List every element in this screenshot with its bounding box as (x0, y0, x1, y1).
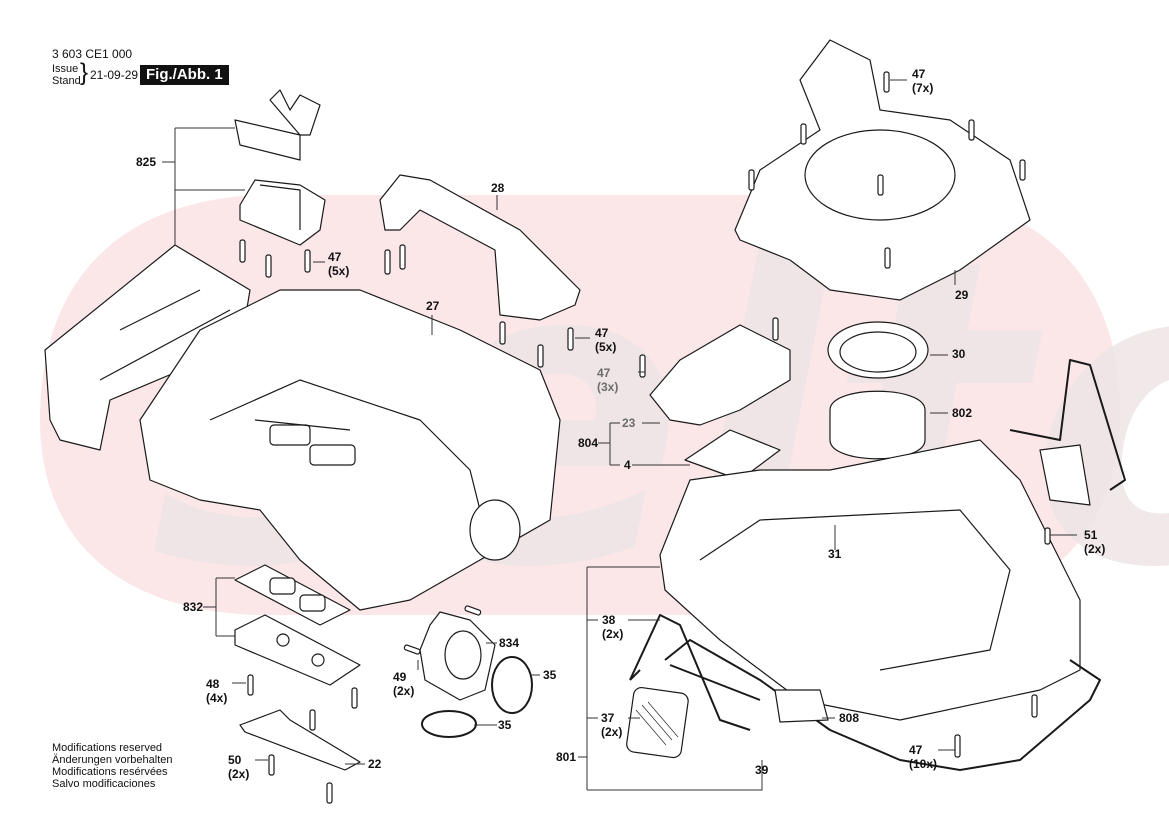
callout-31[interactable]: 31 (828, 547, 842, 561)
note-de: Änderungen vorbehalten (52, 754, 173, 766)
callout-48-4x[interactable]: 48(4x) (206, 677, 228, 705)
modification-notes: Modifications reserved Änderungen vorbeh… (52, 742, 172, 790)
callout-51-2x[interactable]: 51(2x) (1084, 528, 1106, 556)
part-22-pcb (239, 709, 361, 771)
callout-832[interactable]: 832 (183, 600, 204, 614)
issue-date: 21-09-29 (90, 68, 139, 82)
callout-47-5x-b[interactable]: 47(5x) (595, 326, 617, 354)
part-4-pcb (684, 429, 781, 481)
callout-47-3x[interactable]: 47(3x) (597, 366, 619, 394)
brace-glyph: } (80, 59, 89, 86)
part-825-clip-top (234, 89, 321, 161)
callout-47-10x[interactable]: 47(10x) (909, 743, 938, 771)
issue-label: Issue (52, 63, 79, 75)
callout-39[interactable]: 39 (755, 763, 769, 777)
part-39-gasket (664, 639, 1101, 771)
screws-47-handle (384, 244, 574, 368)
figure-badge: Fig./Abb. 1 (140, 65, 229, 85)
part-35-ring-a (491, 656, 533, 714)
callout-30[interactable]: 30 (952, 347, 966, 361)
document-code: 3 603 CE1 000 (52, 47, 133, 61)
note-es: Salvo modificaciones (52, 778, 156, 790)
callout-37-2x[interactable]: 37(2x) (601, 711, 623, 739)
callout-35-a[interactable]: 35 (543, 668, 557, 682)
screw-47-10x (954, 734, 961, 758)
callout-808[interactable]: 808 (839, 711, 860, 725)
callout-29[interactable]: 29 (955, 288, 969, 302)
screws-48 (247, 674, 358, 731)
callout-28[interactable]: 28 (491, 181, 505, 195)
note-en: Modifications reserved (52, 742, 163, 754)
screws-47-top-left (239, 239, 311, 278)
part-802-filter (829, 390, 926, 460)
callout-22[interactable]: 22 (368, 757, 382, 771)
screw-47-804 (772, 317, 779, 341)
callout-49-2x[interactable]: 49(2x) (393, 670, 415, 698)
part-28-handle (379, 174, 581, 321)
screws-47-top-housing (748, 71, 1026, 269)
part-832-holder (234, 614, 361, 686)
callout-47-7x[interactable]: 47(7x) (912, 67, 934, 95)
screw-50 (268, 754, 275, 776)
part-23-cover (649, 324, 791, 426)
callout-23[interactable]: 23 (622, 416, 636, 430)
callout-27[interactable]: 27 (426, 299, 440, 313)
part-51-clip (1039, 444, 1091, 506)
issue-stand-label: Issue Stand (52, 63, 81, 87)
part-38-wire (629, 614, 751, 731)
callout-4[interactable]: 4 (624, 458, 631, 472)
callout-801[interactable]: 801 (556, 750, 577, 764)
part-825-holder (239, 179, 326, 246)
callout-50-2x[interactable]: 50(2x) (228, 753, 250, 781)
part-808-label (774, 689, 829, 723)
callout-825[interactable]: 825 (136, 155, 157, 169)
callout-804[interactable]: 804 (578, 436, 599, 450)
callout-834[interactable]: 834 (499, 636, 520, 650)
leader-lines (162, 79, 1077, 791)
callout-35-b[interactable]: 35 (498, 718, 512, 732)
part-35-ring-b (421, 710, 477, 738)
callout-47-5x-a[interactable]: 47(5x) (328, 250, 350, 278)
part-wire-right (1009, 359, 1126, 491)
part-base-container (659, 439, 1081, 721)
callout-802[interactable]: 802 (952, 406, 973, 420)
callout-38-2x[interactable]: 38(2x) (602, 613, 624, 641)
screw-47-3x (639, 354, 646, 378)
note-fr: Modifications resérvées (52, 766, 168, 778)
stand-label: Stand (52, 75, 81, 87)
